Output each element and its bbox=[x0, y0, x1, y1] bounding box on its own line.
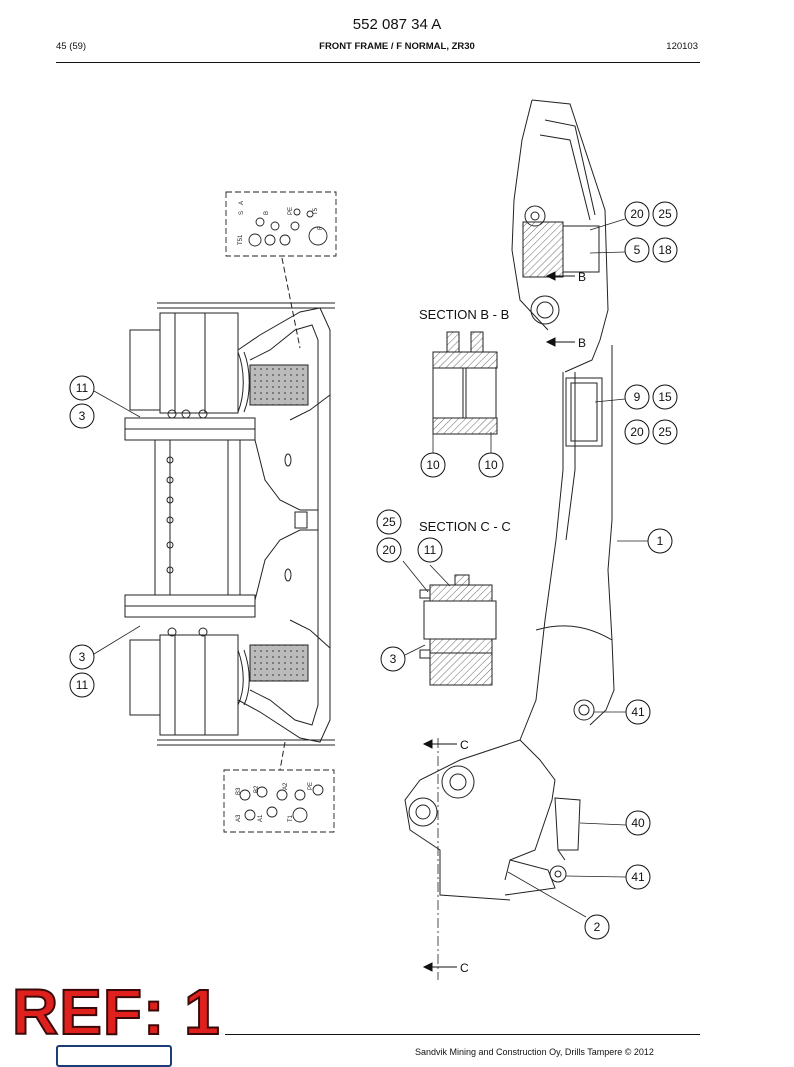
detail-view-bottom bbox=[223, 769, 335, 833]
svg-text:T1: T1 bbox=[288, 814, 294, 822]
callout-25b: 25 bbox=[658, 425, 672, 439]
callout-11c: 11 bbox=[424, 543, 437, 557]
callout-20b: 20 bbox=[630, 425, 644, 439]
svg-text:S: S bbox=[239, 211, 245, 215]
side-view bbox=[404, 99, 615, 980]
section-b-title: SECTION B - B bbox=[419, 307, 509, 322]
sandvik-logo bbox=[56, 1045, 172, 1067]
callout-11b: 11 bbox=[76, 678, 89, 692]
document-number: 552 087 34 A bbox=[352, 16, 442, 33]
svg-text:A: A bbox=[239, 201, 245, 205]
callout-40: 40 bbox=[631, 816, 645, 830]
footer-rule bbox=[225, 1034, 700, 1035]
section-c-drawing bbox=[419, 574, 497, 686]
callout-41b: 41 bbox=[631, 870, 645, 884]
svg-text:B2: B2 bbox=[254, 785, 260, 793]
page-title: FRONT FRAME / F NORMAL, ZR30 bbox=[319, 41, 475, 52]
page-number: 45 (59) bbox=[56, 41, 87, 52]
svg-text:T5: T5 bbox=[313, 207, 319, 215]
section-markers bbox=[422, 271, 575, 972]
callout-25: 25 bbox=[658, 207, 672, 221]
svg-text:PE: PE bbox=[308, 782, 314, 790]
detail-view-top-labels: T51 S A B PE T5 F bbox=[238, 201, 324, 245]
svg-text:PE: PE bbox=[288, 207, 294, 215]
callout-15: 15 bbox=[658, 390, 672, 404]
callout-1: 1 bbox=[657, 534, 664, 548]
svg-text:A2: A2 bbox=[283, 782, 289, 790]
footer-copyright: Sandvik Mining and Construction Oy, Dril… bbox=[415, 1047, 654, 1057]
callout-numbers: 20 25 5 18 9 15 20 25 1 41 40 41 2 11 3 … bbox=[76, 207, 672, 934]
top-view bbox=[124, 257, 335, 771]
callout-25c: 25 bbox=[382, 515, 396, 529]
svg-text:A3: A3 bbox=[236, 814, 242, 822]
callout-3c: 3 bbox=[390, 652, 397, 666]
callout-18: 18 bbox=[658, 243, 672, 257]
svg-text:B3: B3 bbox=[236, 787, 242, 795]
callout-leaders bbox=[93, 218, 648, 918]
callout-3: 3 bbox=[79, 409, 86, 423]
section-b-drawing bbox=[432, 331, 498, 435]
ref-stamp: REF: 1 bbox=[11, 976, 221, 1048]
callout-10b: 10 bbox=[484, 458, 498, 472]
svg-text:T51: T51 bbox=[238, 234, 244, 245]
callout-9: 9 bbox=[634, 390, 641, 404]
callout-5: 5 bbox=[634, 243, 641, 257]
date-code: 120103 bbox=[666, 41, 698, 52]
svg-text:B: B bbox=[264, 211, 270, 215]
detail-view-top bbox=[225, 191, 337, 257]
callouts bbox=[69, 201, 678, 940]
callout-11: 11 bbox=[76, 381, 89, 395]
detail-view-bottom-labels: B3 B2 A2 PE A3 A1 T1 bbox=[236, 782, 314, 822]
callout-20: 20 bbox=[630, 207, 644, 221]
section-b-marker-upper: B bbox=[578, 270, 586, 284]
section-c-marker-lower: C bbox=[460, 961, 469, 975]
header-rule bbox=[56, 62, 700, 63]
section-b-marker-lower: B bbox=[578, 336, 586, 350]
callout-10: 10 bbox=[426, 458, 440, 472]
section-c-marker-upper: C bbox=[460, 738, 469, 752]
svg-text:F: F bbox=[318, 226, 324, 230]
callout-3b: 3 bbox=[79, 650, 86, 664]
callout-2: 2 bbox=[594, 920, 601, 934]
callout-20c: 20 bbox=[382, 543, 396, 557]
callout-41: 41 bbox=[631, 705, 645, 719]
svg-text:A1: A1 bbox=[258, 814, 264, 822]
section-c-title: SECTION C - C bbox=[419, 519, 511, 534]
